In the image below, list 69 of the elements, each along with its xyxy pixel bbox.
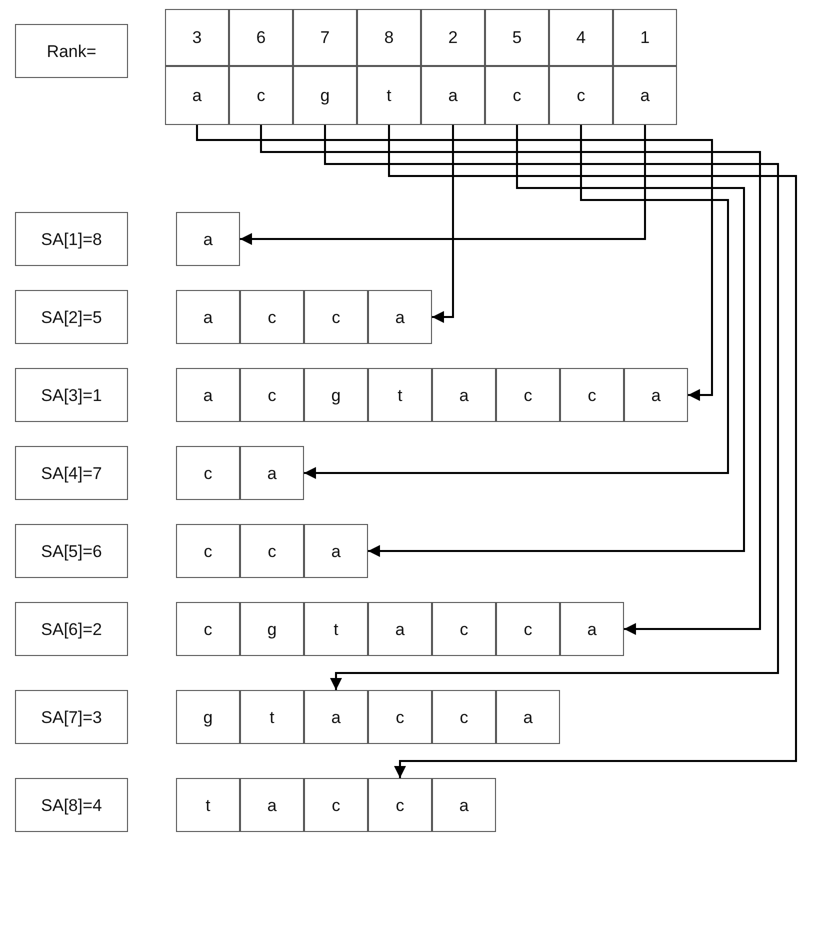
letter-cell: c: [485, 66, 549, 125]
suffix-cell: c: [176, 446, 240, 500]
suffix-cell: g: [304, 368, 368, 422]
arrow: [432, 125, 454, 323]
letter-cell: t: [357, 66, 421, 125]
suffix-cell: c: [368, 778, 432, 832]
suffix-cell: c: [432, 602, 496, 656]
label-box: SA[3]=1: [15, 368, 128, 422]
suffix-cell: a: [240, 446, 304, 500]
suffix-cell: a: [176, 368, 240, 422]
letter-cell: c: [549, 66, 613, 125]
suffix-cell: a: [496, 690, 560, 744]
arrow: [324, 125, 779, 690]
suffix-cell: a: [240, 778, 304, 832]
suffix-cell: a: [368, 290, 432, 344]
suffix-cell: c: [496, 602, 560, 656]
label-box: SA[2]=5: [15, 290, 128, 344]
letter-cell: a: [421, 66, 485, 125]
suffix-cell: c: [176, 524, 240, 578]
suffix-cell: c: [496, 368, 560, 422]
label-box: Rank=: [15, 24, 128, 78]
rank-cell: 3: [165, 9, 229, 66]
rank-cell: 4: [549, 9, 613, 66]
rank-cell: 6: [229, 9, 293, 66]
rank-cell: 5: [485, 9, 549, 66]
suffix-cell: c: [240, 290, 304, 344]
suffix-cell: c: [304, 778, 368, 832]
label-box: SA[5]=6: [15, 524, 128, 578]
suffix-cell: c: [368, 690, 432, 744]
label-box: SA[4]=7: [15, 446, 128, 500]
rank-cell: 1: [613, 9, 677, 66]
suffix-cell: a: [368, 602, 432, 656]
arrow: [388, 125, 797, 778]
suffix-cell: c: [240, 524, 304, 578]
suffix-cell: c: [304, 290, 368, 344]
suffix-cell: g: [176, 690, 240, 744]
suffix-cell: c: [240, 368, 304, 422]
suffix-cell: a: [176, 212, 240, 266]
suffix-cell: a: [304, 524, 368, 578]
suffix-cell: a: [624, 368, 688, 422]
letter-cell: c: [229, 66, 293, 125]
rank-cell: 7: [293, 9, 357, 66]
arrow: [368, 125, 745, 557]
suffix-cell: a: [176, 290, 240, 344]
suffix-cell: a: [432, 778, 496, 832]
arrow: [196, 125, 713, 401]
suffix-cell: a: [432, 368, 496, 422]
suffix-cell: t: [176, 778, 240, 832]
suffix-cell: a: [304, 690, 368, 744]
arrow: [240, 125, 646, 245]
suffix-cell: t: [304, 602, 368, 656]
suffix-cell: c: [432, 690, 496, 744]
label-box: SA[8]=4: [15, 778, 128, 832]
suffix-cell: c: [560, 368, 624, 422]
rank-cell: 2: [421, 9, 485, 66]
letter-cell: a: [165, 66, 229, 125]
suffix-cell: g: [240, 602, 304, 656]
suffix-cell: c: [176, 602, 240, 656]
letter-cell: a: [613, 66, 677, 125]
letter-cell: g: [293, 66, 357, 125]
label-box: SA[6]=2: [15, 602, 128, 656]
suffix-cell: a: [560, 602, 624, 656]
rank-cell: 8: [357, 9, 421, 66]
suffix-cell: t: [240, 690, 304, 744]
arrow: [304, 125, 729, 479]
label-box: SA[7]=3: [15, 690, 128, 744]
suffix-cell: t: [368, 368, 432, 422]
label-box: SA[1]=8: [15, 212, 128, 266]
arrow: [260, 125, 761, 635]
